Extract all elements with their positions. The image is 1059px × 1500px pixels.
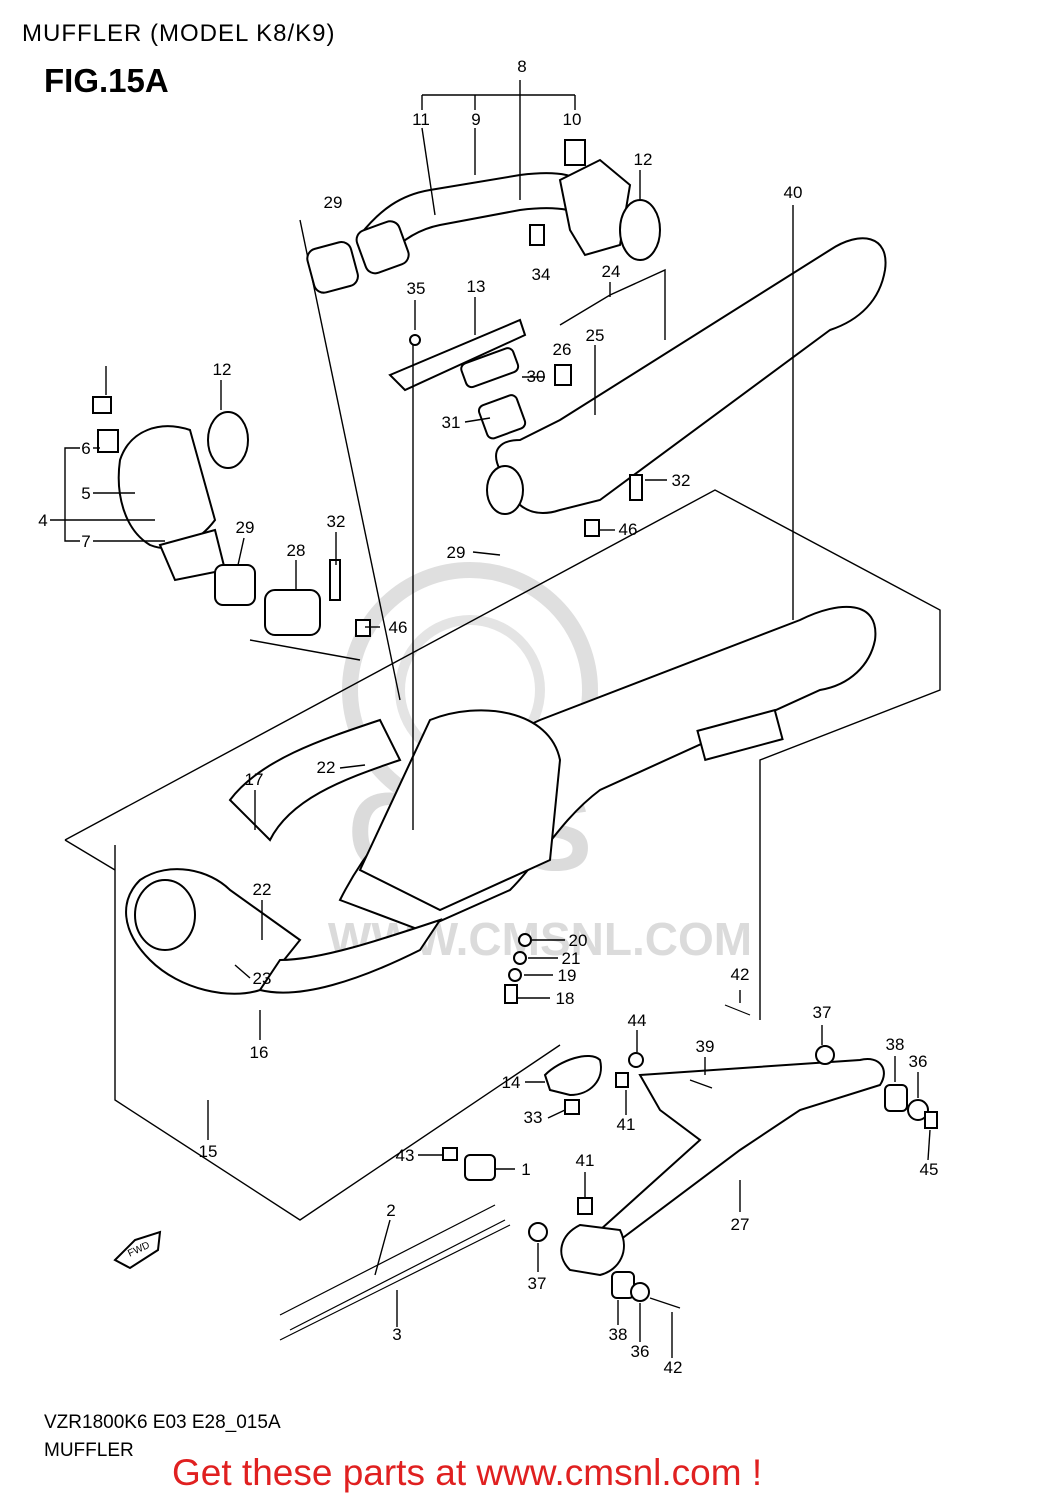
callout-number: 16 xyxy=(250,1043,269,1062)
callout-number: 3 xyxy=(392,1325,401,1344)
callout-number: 42 xyxy=(731,965,750,984)
callout-number: 23 xyxy=(253,969,272,988)
callout-number: 25 xyxy=(586,326,605,345)
callout-number: 40 xyxy=(784,183,803,202)
callout-number: 2 xyxy=(386,1201,395,1220)
callout-number: 41 xyxy=(617,1115,636,1134)
callout-number: 37 xyxy=(528,1274,547,1293)
callout-number: 12 xyxy=(634,150,653,169)
callout-number: 14 xyxy=(502,1073,521,1092)
callout-number: 24 xyxy=(602,262,621,281)
bracket-13 xyxy=(388,318,527,440)
callout-number: 20 xyxy=(569,931,588,950)
sleeve-29 xyxy=(306,241,359,294)
cables-2-3 xyxy=(279,1204,511,1341)
callout-number: 21 xyxy=(562,949,581,968)
lower-muffler-assembly xyxy=(125,605,877,1004)
section-title: MUFFLER (MODEL K8/K9) xyxy=(22,20,336,47)
callout-number: 13 xyxy=(467,277,486,296)
assembly-outline xyxy=(64,219,941,1221)
callout-number: 45 xyxy=(920,1160,939,1179)
callout-number: 31 xyxy=(442,413,461,432)
callout-number: 36 xyxy=(631,1342,650,1361)
callout-number: 5 xyxy=(81,484,90,503)
callout-labels: 8 9 10 11 12 29 34 40 24 25 35 13 26 30 … xyxy=(38,57,938,1377)
callout-number: 46 xyxy=(619,520,638,539)
callout-number: 38 xyxy=(609,1325,628,1344)
cable-guide-14 xyxy=(442,1055,602,1181)
callout-number: 34 xyxy=(532,265,551,284)
joint-assembly-4 xyxy=(92,396,371,637)
leader-lines xyxy=(50,80,931,1358)
collar-46 xyxy=(584,519,600,537)
callout-number: 12 xyxy=(213,360,232,379)
callout-number: 11 xyxy=(412,110,430,129)
callout-number: 4 xyxy=(38,511,47,530)
callout-number: 39 xyxy=(696,1037,715,1056)
callout-number: 29 xyxy=(447,543,466,562)
callout-number: 36 xyxy=(909,1052,928,1071)
bolt-34 xyxy=(529,224,545,246)
callout-number: 42 xyxy=(664,1358,683,1377)
callout-number: 29 xyxy=(324,193,343,212)
callout-number: 46 xyxy=(389,618,408,637)
callout-number: 1 xyxy=(521,1160,530,1179)
callout-number: 38 xyxy=(886,1035,905,1054)
drawing-code: VZR1800K6 E03 E28_015A xyxy=(44,1412,281,1433)
callout-number: 22 xyxy=(317,758,336,777)
callout-number: 10 xyxy=(563,110,582,129)
callout-number: 30 xyxy=(527,367,546,386)
callout-number: 22 xyxy=(253,880,272,899)
callout-number: 7 xyxy=(81,532,90,551)
callout-number: 17 xyxy=(245,770,264,789)
footrest-bracket-27 xyxy=(528,1004,938,1309)
callout-number: 35 xyxy=(407,279,426,298)
callout-number: 41 xyxy=(576,1151,595,1170)
callout-number: 32 xyxy=(327,512,346,531)
upper-muffler xyxy=(486,237,887,537)
cushion-26 xyxy=(554,364,572,386)
callout-number: 6 xyxy=(81,439,90,458)
callout-number: 32 xyxy=(672,471,691,490)
callout-number: 15 xyxy=(199,1142,218,1161)
front-exhaust-pipe xyxy=(306,139,661,294)
callout-number: 27 xyxy=(731,1215,750,1234)
callout-number: 29 xyxy=(236,518,255,537)
callout-number: 43 xyxy=(396,1146,415,1165)
figure-label: FIG.15A xyxy=(44,62,169,99)
callout-number: 33 xyxy=(524,1108,543,1127)
callout-number: 44 xyxy=(628,1011,647,1030)
callout-number: 19 xyxy=(558,966,577,985)
forward-direction-marker: FWD xyxy=(113,1230,162,1270)
callout-number: 26 xyxy=(553,340,572,359)
figure-caption: MUFFLER xyxy=(44,1440,134,1461)
callout-number: 8 xyxy=(517,57,526,76)
gasket-12 xyxy=(619,199,661,261)
callout-number: 28 xyxy=(287,541,306,560)
callout-number: 9 xyxy=(471,110,480,129)
cushion-10 xyxy=(564,139,586,166)
promo-link[interactable]: Get these parts at www.cmsnl.com ! xyxy=(172,1452,763,1493)
callout-number: 18 xyxy=(556,989,575,1008)
callout-number: 37 xyxy=(813,1003,832,1022)
